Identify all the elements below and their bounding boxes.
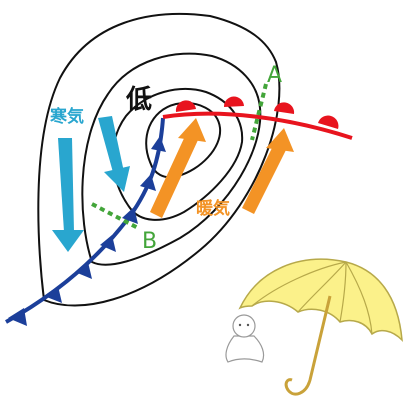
- point-a-label: A: [267, 63, 282, 88]
- cold-front-triangle: [122, 207, 138, 224]
- warm-front-semicircle: [274, 102, 295, 114]
- cold-air-arrows: [52, 116, 130, 252]
- teru-teru-bozu-body: [225, 335, 265, 363]
- cold-front-triangle: [8, 308, 27, 326]
- isobars: [37, 12, 281, 307]
- low-pressure-label: 低: [125, 85, 152, 115]
- section-line-a: [250, 83, 268, 141]
- umbrella-rib: [251, 261, 347, 307]
- warm-air-arrow-right: [242, 128, 294, 214]
- warm-front: [162, 96, 353, 140]
- teru-teru-bozu-head: [232, 314, 256, 338]
- warm-air-arrow-left: [150, 118, 206, 218]
- umbrella-rib: [345, 261, 373, 335]
- umbrella-rib: [339, 261, 347, 323]
- cold-front-triangle: [75, 262, 92, 279]
- warm-air-arrows: [150, 118, 294, 218]
- cold-air-label: 寒気: [50, 106, 84, 127]
- cross-section-lines: [91, 83, 268, 230]
- warm-front-semicircle: [318, 115, 339, 129]
- umbrella-shaft: [284, 295, 332, 396]
- cold-front-line: [5, 117, 165, 324]
- cold-front-triangle: [44, 286, 62, 303]
- umbrella-canopy: [238, 258, 403, 342]
- cold-front-triangle: [140, 174, 156, 191]
- umbrella-icon: [238, 258, 403, 396]
- teru-teru-bozu-icon: [225, 314, 265, 363]
- point-b-label: B: [142, 229, 157, 254]
- warm-front-semicircle: [175, 100, 196, 112]
- warm-front-semicircle: [223, 96, 244, 107]
- cold-front: [5, 117, 166, 326]
- warm-air-label: 暖気: [196, 198, 230, 219]
- isobar-second: [81, 52, 262, 266]
- cold-air-arrow-right: [98, 116, 130, 192]
- teru-teru-bozu-eye: [238, 323, 242, 327]
- umbrella-rib: [297, 261, 347, 313]
- isobar-outer: [37, 12, 281, 307]
- cold-front-triangle: [151, 136, 166, 152]
- warm-front-line: [162, 111, 353, 140]
- teru-teru-bozu-eye: [246, 323, 250, 327]
- cold-front-triangle: [100, 235, 116, 252]
- cold-air-arrow-left: [52, 138, 84, 252]
